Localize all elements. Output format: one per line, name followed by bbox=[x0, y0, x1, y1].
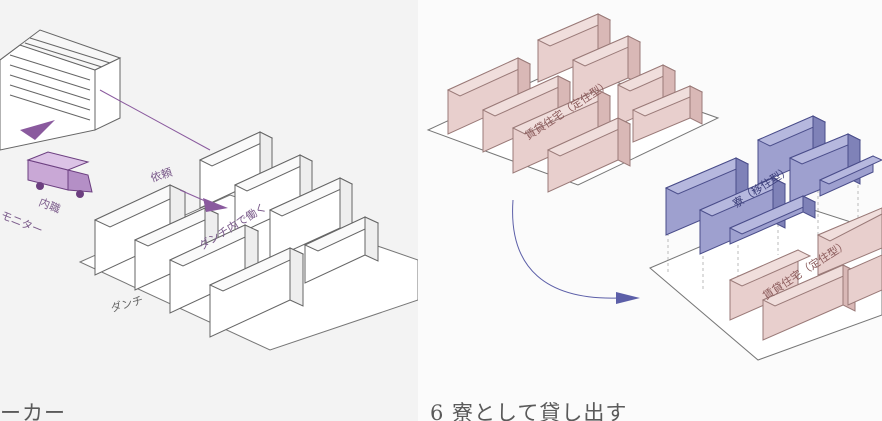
pink-building bbox=[816, 207, 882, 276]
factory-arrow bbox=[20, 120, 55, 140]
right-diagram: 賃貸住宅（定住型） 寮（移住型） 賃貸住宅（定住型） bbox=[426, 13, 882, 361]
blue-building bbox=[818, 155, 882, 197]
right-illustration-panel: 賃貸住宅（定住型） 寮（移住型） 賃貸住宅（定住型） 6 寮として貸 bbox=[418, 0, 882, 421]
request-label: 依頼 bbox=[149, 166, 174, 185]
rental-buildings-top bbox=[446, 13, 704, 193]
transition-arrow bbox=[616, 292, 640, 304]
white-building bbox=[303, 216, 380, 284]
truck-icon bbox=[26, 151, 93, 198]
monitor-label: モニター bbox=[0, 209, 45, 238]
request-line bbox=[99, 89, 211, 151]
pink-building bbox=[571, 35, 642, 103]
left-caption: ーカー bbox=[0, 401, 66, 421]
transition-curve bbox=[512, 199, 619, 299]
dorm-buildings bbox=[664, 115, 882, 255]
danchi-buildings bbox=[93, 131, 380, 338]
blue-building bbox=[728, 195, 817, 245]
work-arrow bbox=[203, 198, 228, 212]
danchi-label: ダンチ bbox=[109, 293, 144, 315]
left-diagram: 依頼 ダンチ内で働く ダンチ 内職 モニター bbox=[0, 29, 418, 351]
factory-building bbox=[0, 29, 122, 151]
left-illustration-panel: 依頼 ダンチ内で働く ダンチ 内職 モニター ーカー bbox=[0, 0, 418, 421]
rental-buildings-bottom bbox=[728, 207, 882, 341]
pink-building bbox=[847, 254, 882, 306]
right-caption: 6 寮として貸し出す bbox=[430, 401, 628, 421]
naishoku-label: 内職 bbox=[37, 195, 63, 216]
white-building bbox=[268, 177, 354, 261]
pink-building bbox=[728, 249, 812, 321]
pink-building bbox=[546, 117, 632, 193]
pink-building bbox=[631, 85, 704, 143]
white-building bbox=[208, 247, 305, 338]
